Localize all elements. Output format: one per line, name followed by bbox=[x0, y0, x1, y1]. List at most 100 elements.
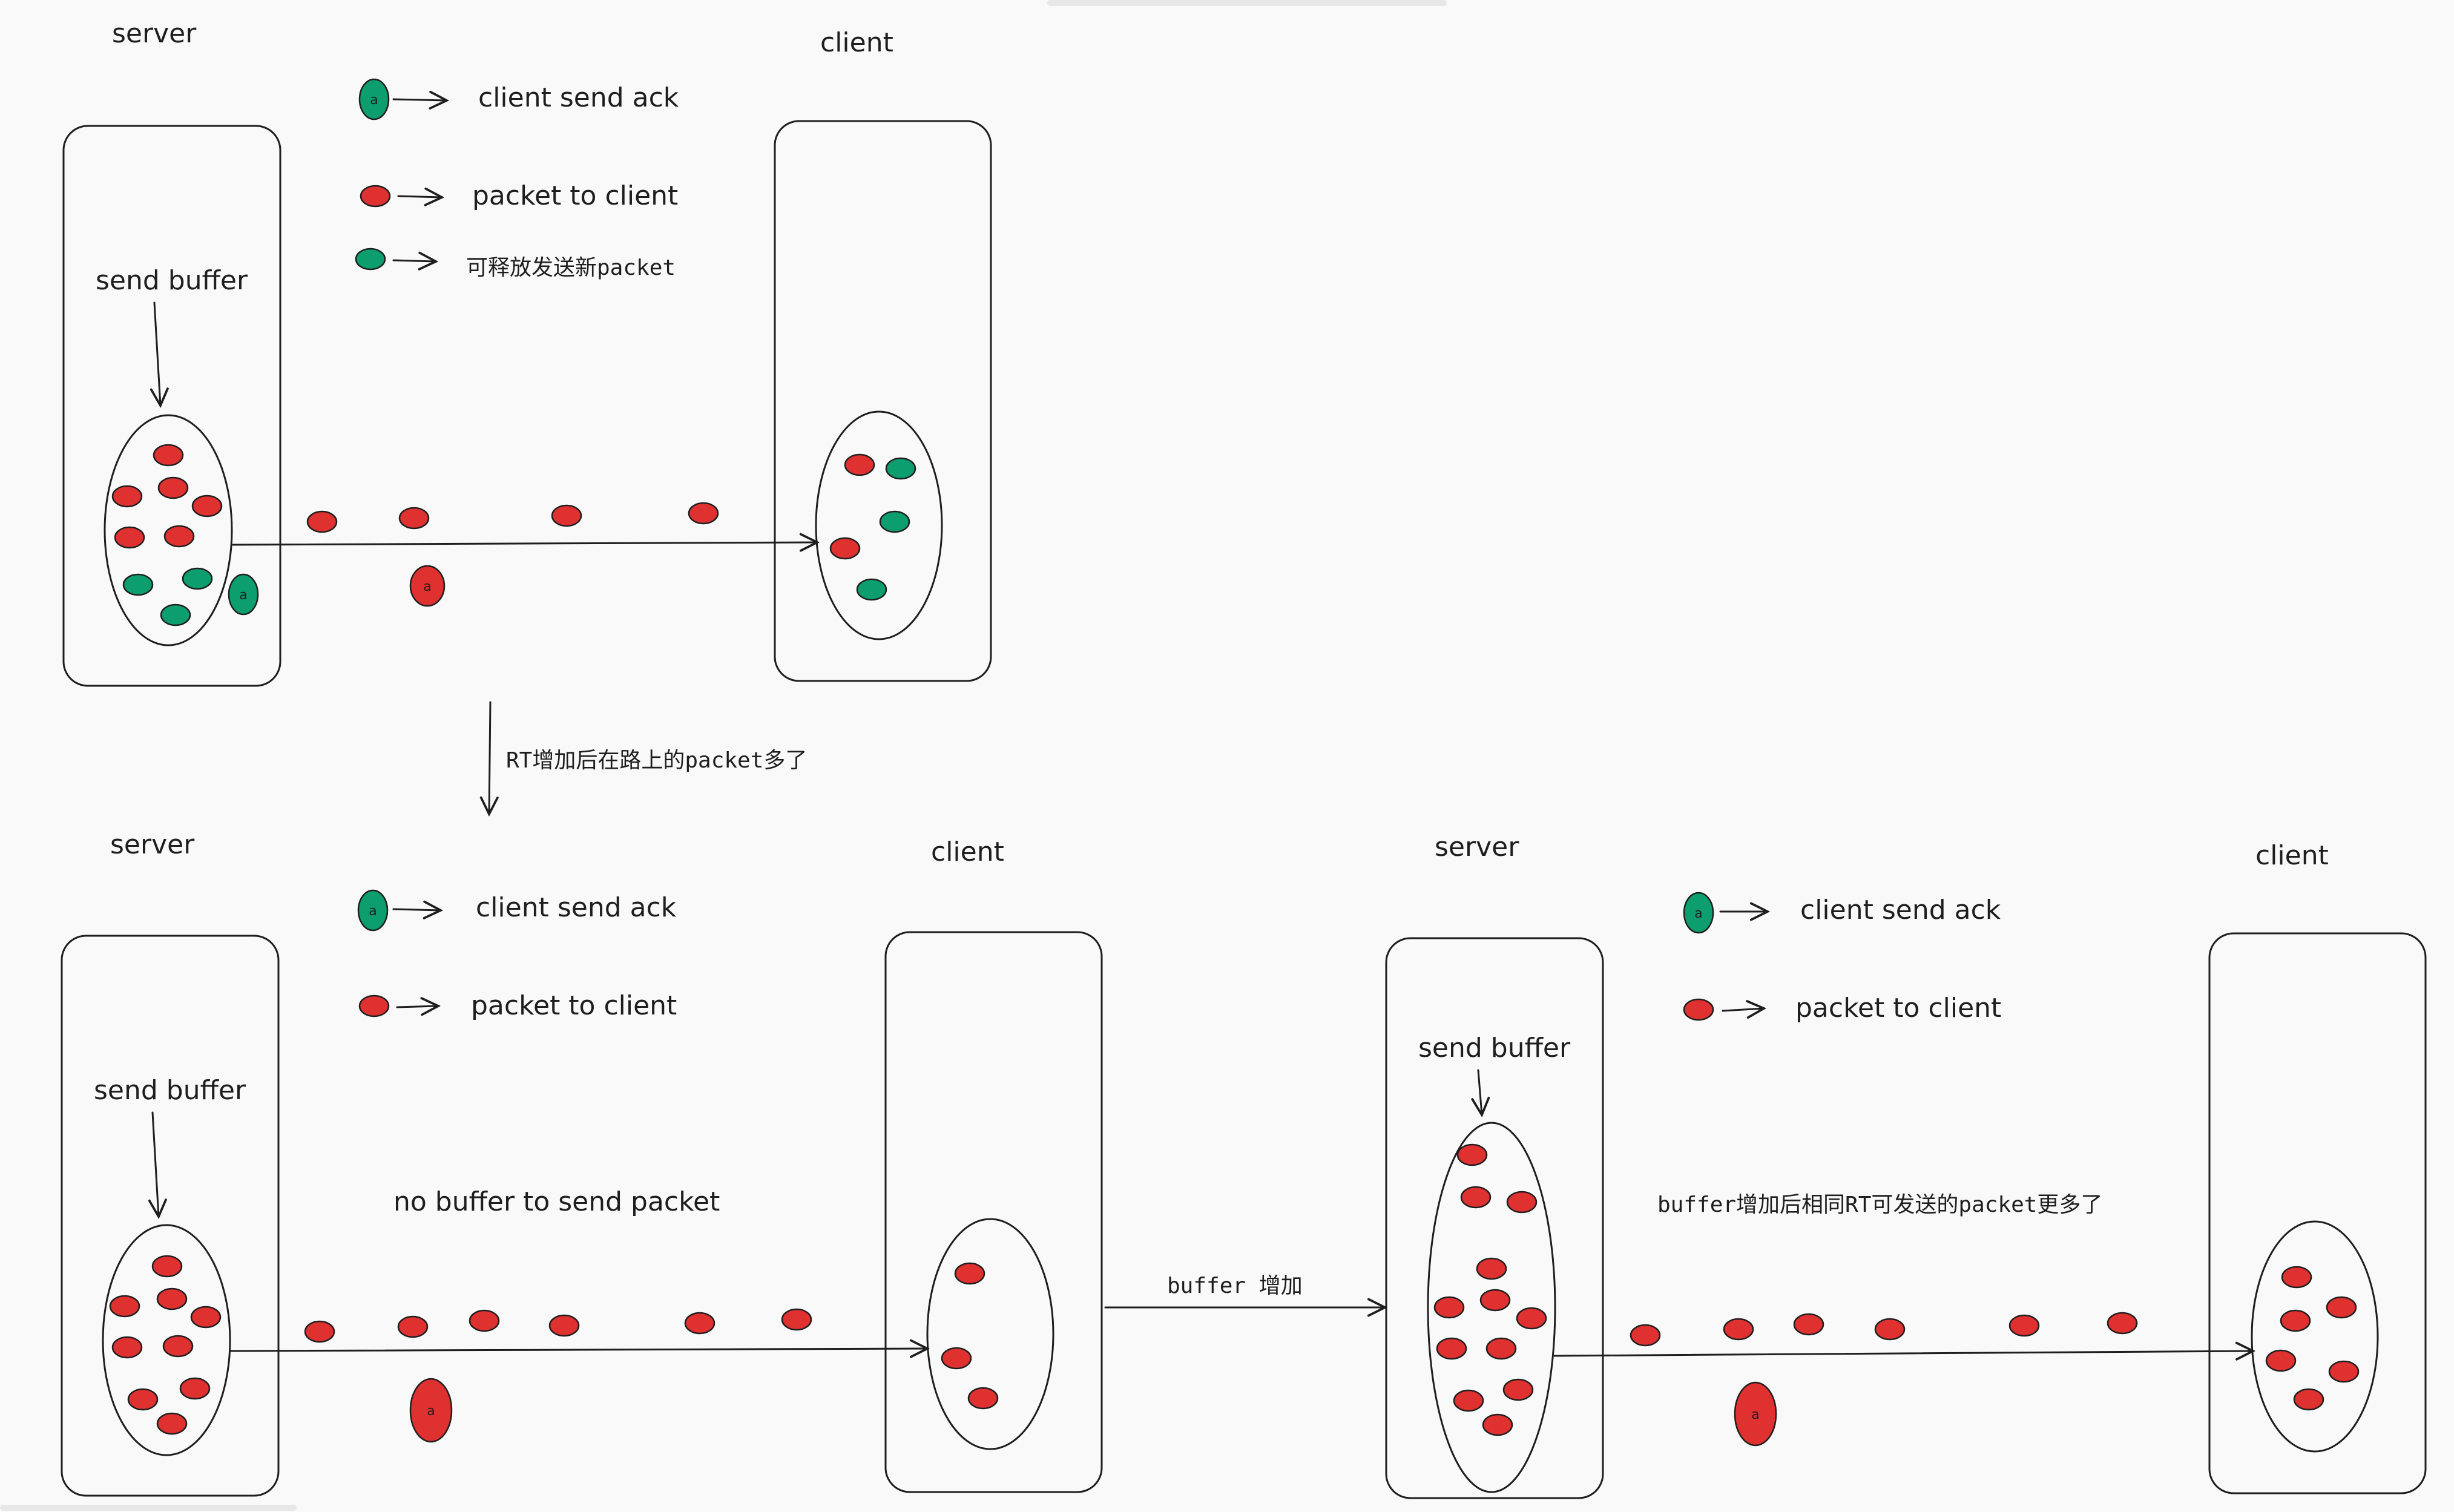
legend-packet-arrow bbox=[1722, 1008, 1764, 1011]
panel3-client-title: client bbox=[2255, 840, 2329, 871]
panel1-in-flight-packets bbox=[306, 502, 719, 533]
packet-dot bbox=[1436, 1337, 1467, 1360]
legend-packet-label: packet to client bbox=[472, 180, 678, 211]
panel1-server-box bbox=[62, 125, 281, 687]
legend-release-arrow bbox=[392, 260, 436, 261]
packet-dot bbox=[398, 507, 430, 530]
packet-dot bbox=[2328, 1360, 2360, 1383]
panel2-client-packets bbox=[941, 1262, 999, 1410]
packet-dot bbox=[1479, 1289, 1511, 1312]
legend-packet-label: packet to client bbox=[471, 990, 677, 1021]
packet-dot bbox=[1485, 1337, 1517, 1360]
packet-dot bbox=[2107, 1312, 2138, 1335]
packet-dot bbox=[111, 1336, 143, 1359]
packet-dot bbox=[2265, 1349, 2297, 1372]
panel3-send-buffer-ellipse bbox=[1427, 1122, 1556, 1493]
panel1-client-box bbox=[774, 120, 992, 682]
ack-token-glyph: a bbox=[423, 579, 431, 594]
packet-dot bbox=[684, 1312, 715, 1335]
packet-dot bbox=[551, 504, 582, 527]
packet-dot bbox=[1874, 1318, 1906, 1341]
legend-packet-arrow bbox=[397, 196, 442, 197]
panel1-legend: a client send ack packet to client 可释放发送… bbox=[355, 78, 679, 280]
packet-dot bbox=[1502, 1378, 1534, 1401]
transition-down-arrow bbox=[489, 701, 490, 814]
panel3-buffer-packets bbox=[1433, 1143, 1547, 1436]
packet-dot bbox=[157, 476, 189, 499]
panel1-returning-ack: a bbox=[409, 565, 446, 607]
panel3-returning-ack: a bbox=[1734, 1381, 1777, 1447]
packet-dot bbox=[1482, 1413, 1513, 1436]
packet-dot bbox=[190, 1306, 222, 1329]
packet-dot bbox=[156, 1287, 188, 1310]
packet-dot bbox=[954, 1262, 985, 1285]
packet-dot bbox=[1453, 1389, 1484, 1412]
packet-dot bbox=[941, 1347, 972, 1370]
packet-dot bbox=[1793, 1313, 1824, 1336]
ack-token-glyph: a bbox=[239, 588, 247, 603]
panel3-note-label: buffer增加后相同RT可发送的packet更多了 bbox=[1657, 1192, 2102, 1217]
packet-dot bbox=[304, 1320, 335, 1343]
panel2-send-buffer-label: send buffer bbox=[94, 1075, 246, 1106]
panel2-no-buffer-label: no buffer to send packet bbox=[393, 1186, 720, 1217]
packet-dot bbox=[109, 1295, 140, 1318]
panel1-server-title: server bbox=[112, 18, 197, 49]
ack-token bbox=[409, 1378, 453, 1443]
packet-dot bbox=[2326, 1296, 2357, 1319]
panel-2: server client send buffer no buffer to s… bbox=[61, 829, 1103, 1497]
packet-dot bbox=[2280, 1309, 2311, 1332]
legend-ack-label: client send ack bbox=[1800, 895, 2001, 925]
legend-ack-glyph: a bbox=[1694, 906, 1702, 921]
panel2-returning-ack: a bbox=[409, 1378, 453, 1443]
panel3-server-title: server bbox=[1435, 832, 1519, 863]
transition-right-label: buffer 增加 bbox=[1167, 1274, 1303, 1298]
transition-down-label: RT增加后在路上的packet多了 bbox=[506, 748, 807, 773]
packet-dot bbox=[153, 444, 184, 467]
packet-dot bbox=[548, 1314, 580, 1337]
legend-packet-arrow bbox=[396, 1006, 438, 1007]
panel1-send-buffer-ellipse bbox=[104, 414, 233, 646]
panel3-send-buffer-label: send buffer bbox=[1418, 1033, 1571, 1063]
panel3-send-buffer-pointer bbox=[1478, 1069, 1482, 1115]
ack-dot bbox=[856, 578, 887, 601]
packet-dot bbox=[1456, 1143, 1488, 1166]
packet-dot bbox=[1506, 1191, 1538, 1214]
legend-ack-arrow bbox=[392, 909, 441, 910]
bottom-scroll-indicator bbox=[0, 1505, 297, 1511]
ack-dot bbox=[182, 567, 213, 590]
panel1-send-buffer-pointer bbox=[154, 301, 160, 406]
packet-dot bbox=[844, 453, 875, 476]
transition-right: buffer 增加 bbox=[1104, 1274, 1385, 1307]
packet-dot bbox=[151, 1255, 183, 1278]
packet-dot bbox=[781, 1308, 812, 1331]
packet-dot bbox=[1460, 1186, 1492, 1209]
legend-release-icon bbox=[355, 248, 386, 271]
ack-dot bbox=[160, 603, 191, 626]
packet-dot bbox=[306, 510, 338, 533]
packet-dot bbox=[1476, 1257, 1507, 1280]
panel2-server-box bbox=[61, 935, 280, 1497]
panel2-in-flight-packets bbox=[304, 1308, 812, 1343]
legend-ack-arrow bbox=[392, 99, 447, 100]
panel2-send-buffer-pointer bbox=[153, 1111, 159, 1217]
packet-dot bbox=[163, 525, 195, 548]
legend-ack-label: client send ack bbox=[478, 82, 679, 113]
packet-dot bbox=[1516, 1307, 1547, 1330]
panel2-server-title: server bbox=[110, 829, 195, 860]
panel3-server-box bbox=[1385, 937, 1604, 1499]
panel3-in-flight-packets bbox=[1630, 1312, 2138, 1347]
panel1-send-buffer-label: send buffer bbox=[96, 265, 248, 296]
panel3-client-ellipse bbox=[2251, 1220, 2379, 1453]
legend-packet-icon bbox=[1683, 998, 1714, 1021]
packet-dot bbox=[2008, 1314, 2040, 1337]
packet-dot bbox=[469, 1309, 500, 1332]
ack-token bbox=[409, 565, 446, 607]
panel1-client-title: client bbox=[820, 27, 893, 58]
legend-ack-icon bbox=[357, 889, 389, 932]
packet-dot bbox=[111, 485, 143, 508]
legend-ack-icon bbox=[358, 78, 390, 120]
ack-dot bbox=[122, 573, 154, 596]
top-scroll-indicator bbox=[1047, 0, 1447, 6]
panel2-client-title: client bbox=[931, 837, 1004, 867]
